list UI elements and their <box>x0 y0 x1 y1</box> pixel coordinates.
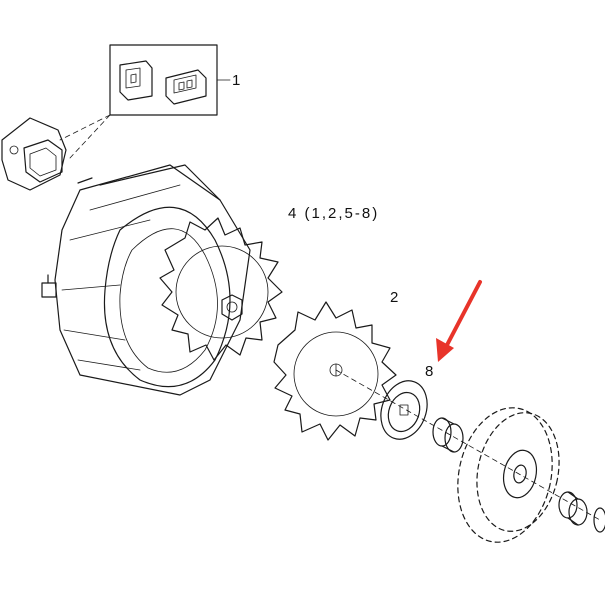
rear-spacer <box>558 491 588 526</box>
shaft-axis <box>335 369 601 521</box>
regulator-part-left <box>119 60 153 101</box>
regulator-inset <box>109 44 231 116</box>
voltage-regulator <box>1 117 67 191</box>
inset-leader-lines <box>59 114 111 159</box>
spacer-washer-part-8 <box>380 380 428 440</box>
shaft-nut <box>593 507 605 533</box>
pulley <box>457 407 560 543</box>
bushing <box>432 417 464 453</box>
alternator-nut <box>221 294 243 321</box>
callout-part-8: 8 <box>425 363 433 380</box>
alternator-housing <box>41 164 251 396</box>
fan-wheel-part-2 <box>273 301 397 441</box>
callout-part-4: 4 (1,2,5-8) <box>288 205 379 222</box>
callout-part-1: 1 <box>232 72 240 89</box>
red-arrow <box>436 280 482 362</box>
front-fan <box>159 217 283 361</box>
regulator-part-right <box>165 69 207 105</box>
callout-part-2: 2 <box>390 289 398 306</box>
